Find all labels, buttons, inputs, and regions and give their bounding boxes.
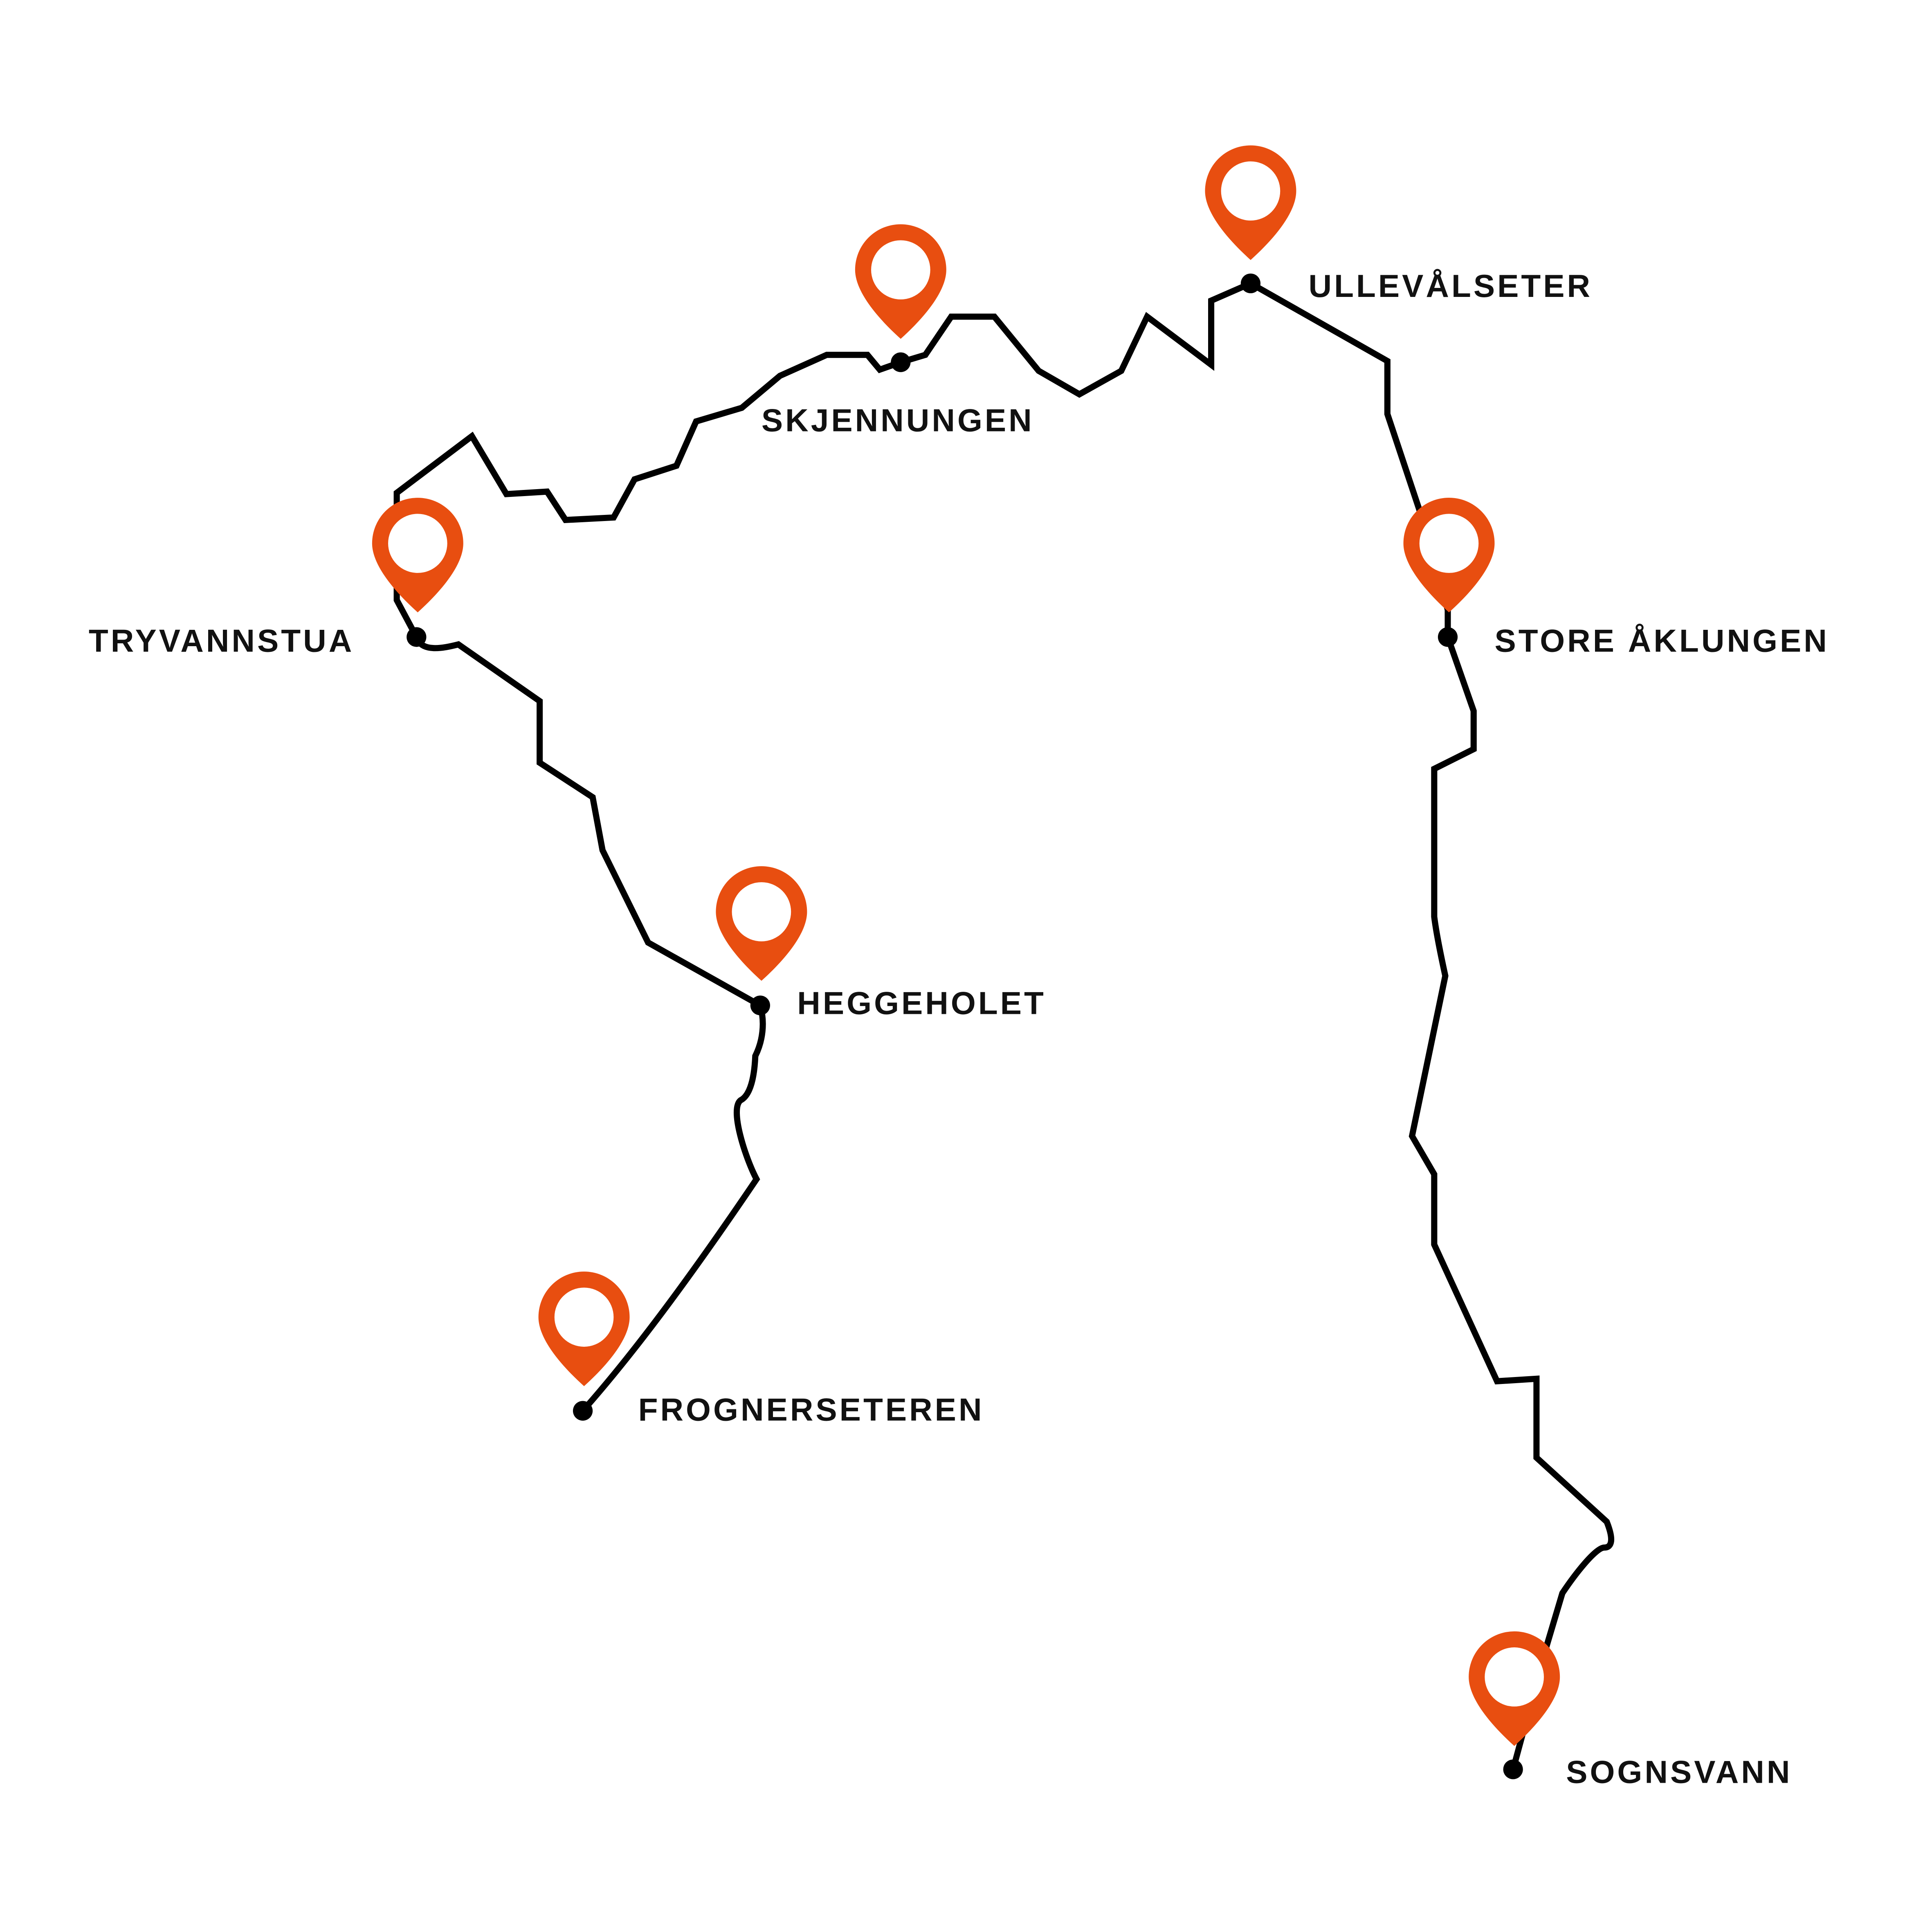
map-pin-icon[interactable] xyxy=(1469,1631,1560,1746)
map-pin-icon[interactable] xyxy=(855,224,946,339)
stop-dot-store-aklungen xyxy=(1438,627,1458,647)
stop-dot-heggeholet xyxy=(750,995,770,1015)
stop-dot-sognsvann xyxy=(1503,1759,1523,1779)
map-pin-icon[interactable] xyxy=(1205,145,1296,260)
stop-dot-tryvannstua xyxy=(407,627,427,647)
stop-label-store-aklungen: STORE ÅKLUNGEN xyxy=(1494,623,1829,659)
stop-label-skjennungen: SKJENNUNGEN xyxy=(762,402,1034,438)
stop-label-ullevalseter: ULLEVÅLSETER xyxy=(1309,268,1593,304)
stop-label-sognsvann: SOGNSVANN xyxy=(1566,1754,1792,1790)
map-pin-icon[interactable] xyxy=(1403,497,1495,613)
stop-label-frognerseteren: FROGNERSETEREN xyxy=(638,1392,984,1428)
map-pin-icon[interactable] xyxy=(716,866,807,981)
map-pin-icon[interactable] xyxy=(372,498,463,613)
map-pin-icon[interactable] xyxy=(538,1272,630,1386)
stop-dot-frognerseteren xyxy=(573,1401,593,1421)
route-south-west xyxy=(413,636,766,1413)
route-north-east xyxy=(393,280,1615,1770)
stop-dot-skjennungen xyxy=(891,352,911,372)
stop-label-tryvannstua: TRYVANNSTUA xyxy=(89,623,354,659)
stop-label-heggeholet: HEGGEHOLET xyxy=(797,985,1046,1021)
stop-dot-ullevalseter xyxy=(1240,273,1261,294)
